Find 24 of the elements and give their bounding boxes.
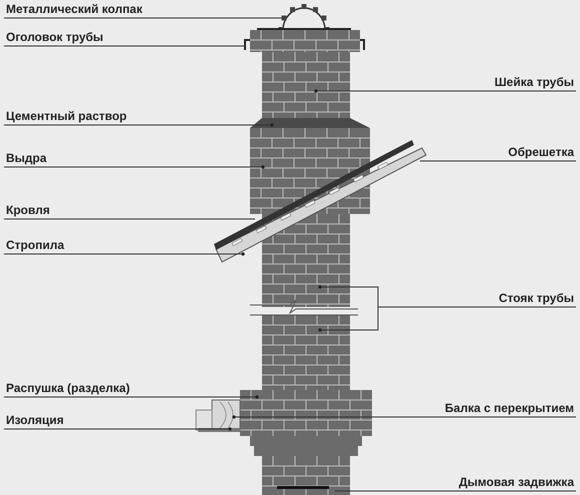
leader-line — [4, 123, 274, 127]
leader-line — [420, 160, 576, 162]
part-label: Металлический колпак — [6, 1, 142, 17]
part-label: Оголовок трубы — [6, 29, 104, 45]
part-label: Шейка трубы — [494, 74, 574, 90]
part-label: Обрешетка — [508, 144, 574, 160]
leader-line — [4, 165, 265, 169]
part-label: Цементный раствор — [6, 108, 127, 124]
part-label: Балка с перекрытием — [444, 400, 574, 416]
leader-line — [314, 89, 576, 93]
part-label: Стояк трубы — [498, 290, 574, 306]
part-label: Изоляция — [6, 412, 64, 428]
part-label: Распушка (разделка) — [6, 380, 130, 396]
leader-line — [4, 252, 245, 256]
part-label: Стропила — [6, 237, 64, 253]
leader-line — [4, 218, 256, 220]
leader-line — [334, 490, 576, 492]
leader-line — [4, 395, 259, 399]
leader-line — [232, 415, 576, 419]
leader-line — [4, 427, 232, 431]
part-label: Выдра — [6, 150, 47, 166]
leader-line — [318, 306, 576, 332]
part-label: Кровля — [6, 202, 50, 218]
part-label: Дымовая задвижка — [458, 474, 574, 490]
